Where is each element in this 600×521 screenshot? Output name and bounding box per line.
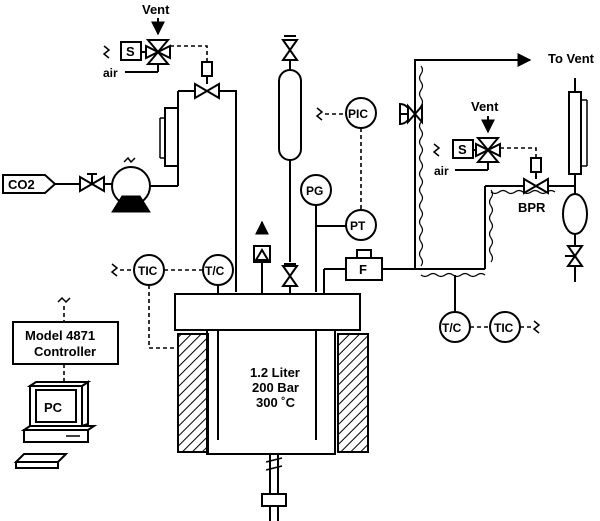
solenoid-top-label: S: [126, 44, 135, 59]
vessel-line2: 200 Bar: [252, 380, 299, 395]
valve-top-left-icon: [194, 82, 220, 100]
to-vent-line: [414, 53, 532, 269]
co2-source: CO2: [2, 174, 57, 194]
tc-right-label: T/C: [442, 321, 462, 335]
vent-top-label: Vent: [142, 2, 170, 17]
controller-signal-icon: [57, 296, 71, 304]
to-vent-label: To Vent: [548, 51, 595, 66]
reactor-head: [174, 293, 361, 331]
pic-label: PIC: [348, 107, 368, 121]
pg-label: PG: [306, 184, 323, 198]
cooler-left-icon: [159, 107, 179, 167]
air-top-label: air: [103, 66, 118, 80]
vessel-line1: 1.2 Liter: [250, 365, 300, 380]
tc-left-label: T/C: [205, 264, 225, 278]
reactor-vessel: [206, 329, 336, 455]
tic-right-signal-icon: [532, 320, 541, 334]
pt-transmitter: [345, 209, 377, 241]
reservoir-cylinder: [278, 69, 302, 161]
controller-line1: Model 4871: [25, 328, 95, 343]
center-lower-valve-icon: [281, 263, 299, 287]
tic-left-signal-icon: [110, 263, 119, 277]
signal-right-icon: [432, 143, 441, 157]
controller-line2: Controller: [34, 344, 96, 359]
three-way-valve-top-icon: [145, 39, 171, 65]
heater-right: [337, 333, 369, 453]
separator-vessel: [562, 193, 588, 235]
tic-right-label: TIC: [494, 321, 514, 335]
solenoid-right-label: S: [458, 142, 467, 157]
heater-left: [177, 333, 209, 453]
solenoid-top-box: [120, 41, 142, 61]
pc-computer-icon: [13, 380, 98, 469]
top-vent-valve-group: Vent S air: [102, 2, 213, 84]
pt-label: PT: [350, 219, 366, 233]
cooler-right-icon: [568, 91, 588, 175]
pic-signal-icon: [315, 107, 324, 121]
right-drain-valve-icon: [565, 245, 584, 267]
drive-coupling: [261, 493, 287, 507]
pump-signal-icon: [123, 156, 136, 164]
flow-label: F: [359, 262, 367, 277]
vessel-line3: 300 ˚C: [256, 395, 296, 410]
pump-icon: [111, 166, 151, 213]
tic-left-label: TIC: [138, 264, 158, 278]
heat-tracing-horizontal: [420, 272, 486, 278]
controller-box: [12, 321, 119, 365]
co2-label: CO2: [8, 177, 35, 192]
actuated-valve-right-icon: [399, 102, 423, 126]
solenoid-right-box: [452, 139, 474, 159]
vent-right-label: Vent: [471, 99, 499, 114]
bpr-label: BPR: [518, 200, 546, 215]
pc-label: PC: [44, 400, 63, 415]
co2-inlet-valve-icon: [79, 173, 105, 193]
heat-tracing-vertical: [418, 65, 424, 267]
center-top-valve-icon: [281, 35, 299, 61]
air-right-label: air: [434, 164, 449, 178]
three-way-valve-right-icon: [475, 137, 501, 163]
signal-top-icon: [102, 45, 111, 59]
heat-tracing-riser: [488, 189, 494, 263]
